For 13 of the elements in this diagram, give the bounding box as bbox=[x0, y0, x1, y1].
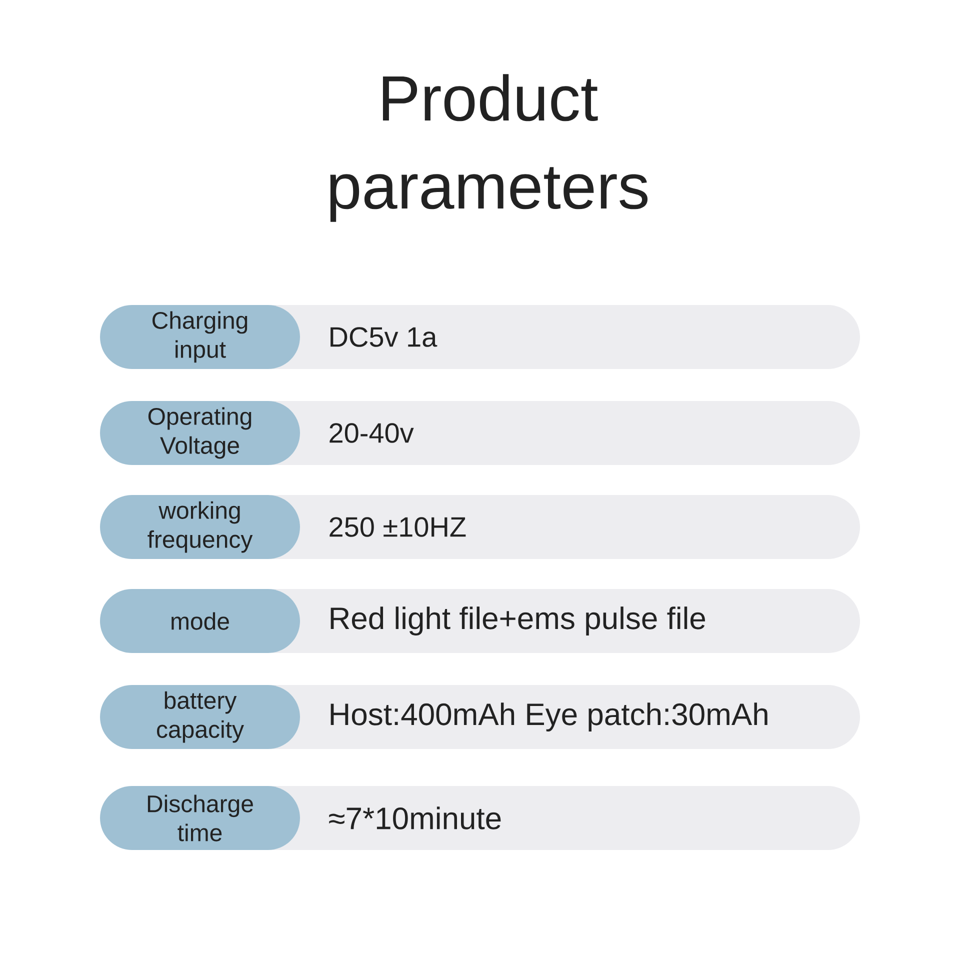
title: Product parameters bbox=[330, 74, 648, 222]
label-pill: Discharge time bbox=[100, 786, 300, 850]
label-pill: battery capacity bbox=[100, 685, 300, 749]
value-bar: DC5v 1a bbox=[268, 305, 860, 369]
label-pill: mode bbox=[100, 589, 300, 653]
value-bar: Host:400mAh Eye patch:30mAh bbox=[268, 685, 860, 749]
label-pill: working frequency bbox=[100, 495, 300, 559]
value-bar: Red light file+ems pulse file bbox=[268, 589, 860, 653]
value-bar: 250 ±10HZ bbox=[268, 495, 860, 559]
label-pill: Operating Voltage bbox=[100, 401, 300, 465]
value-bar: ≈7*10minute bbox=[268, 786, 860, 850]
value-bar: 20-40v bbox=[268, 401, 860, 465]
label-pill: Charging input bbox=[100, 305, 300, 369]
